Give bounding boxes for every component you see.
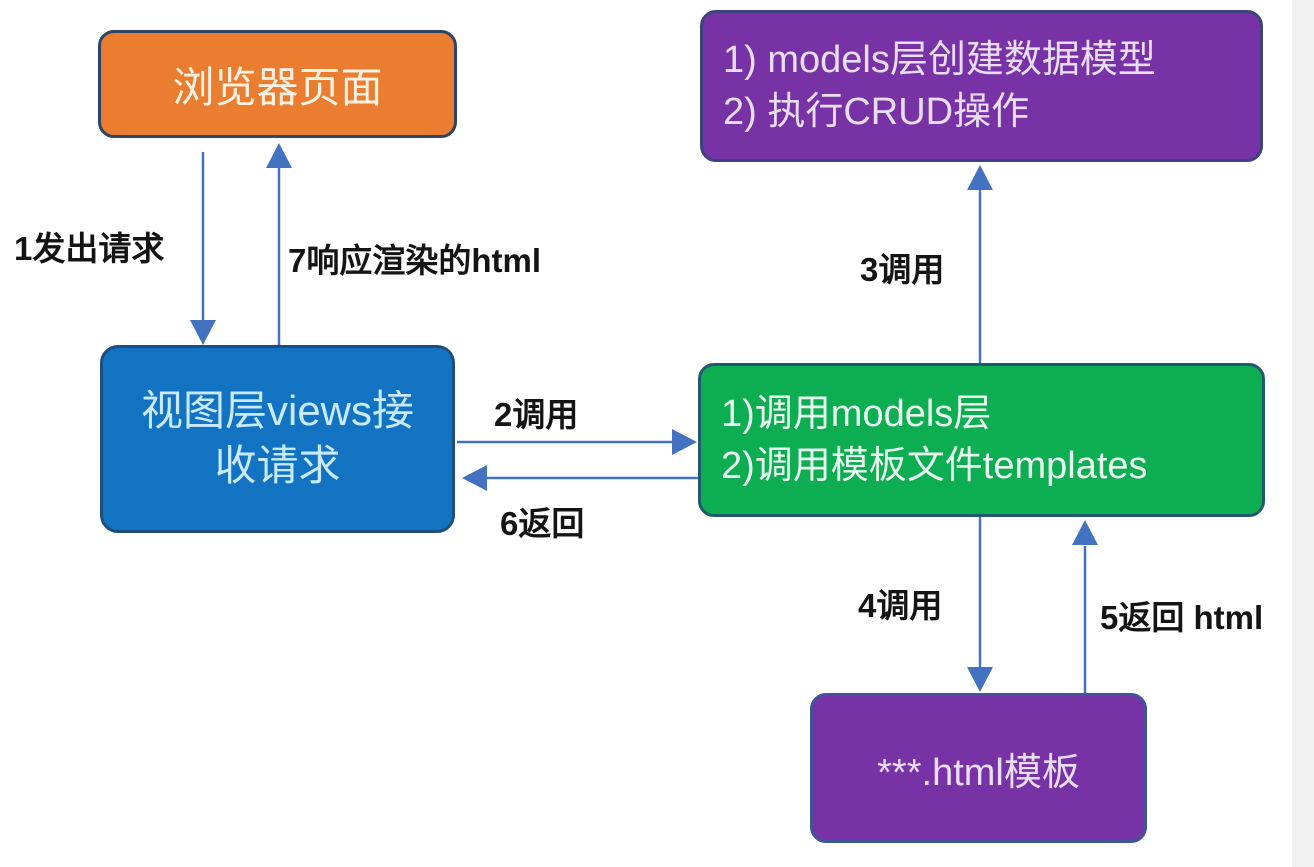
node-browser-label: 浏览器页面: [172, 63, 383, 111]
edge-label-2-call: 2调用: [494, 396, 579, 433]
node-logic-line2: 2)调用模板文件templates: [721, 445, 1148, 487]
node-models-layer: 1) models层创建数据模型 2) 执行CRUD操作: [700, 10, 1263, 162]
page-edge-strip: [1292, 0, 1314, 867]
node-views-line2: 收请求: [214, 442, 341, 489]
node-models-line2: 2) 执行CRUD操作: [723, 91, 1030, 133]
edge-label-3-call: 3调用: [860, 251, 945, 288]
node-logic-line1: 1)调用models层: [721, 392, 992, 435]
edge-label-4-call: 4调用: [858, 587, 943, 624]
node-browser-page: 浏览器页面: [98, 30, 457, 138]
arrow-1-request-down: [190, 152, 216, 345]
node-html-template: ***.html模板: [810, 693, 1147, 843]
edge-label-1-send-request: 1发出请求: [14, 230, 165, 267]
node-logic-calls: 1)调用models层 2)调用模板文件templates: [698, 363, 1265, 517]
node-views-line1: 视图层views接: [140, 387, 415, 435]
edge-label-5-return-html: 5返回 html: [1100, 599, 1264, 636]
node-template-label: ***.html模板: [877, 751, 1080, 794]
arrow-3-call-up: [967, 165, 993, 363]
node-views-layer: 视图层views接 收请求: [100, 345, 455, 533]
arrow-5-return-up: [1072, 520, 1098, 693]
node-models-line1: 1) models层创建数据模型: [723, 38, 1156, 81]
arrow-6-return-left: [462, 465, 698, 491]
edge-label-7-respond-html: 7响应渲染的html: [288, 242, 542, 279]
arrow-4-call-down: [967, 517, 993, 692]
edge-label-6-return: 6返回: [500, 505, 585, 542]
